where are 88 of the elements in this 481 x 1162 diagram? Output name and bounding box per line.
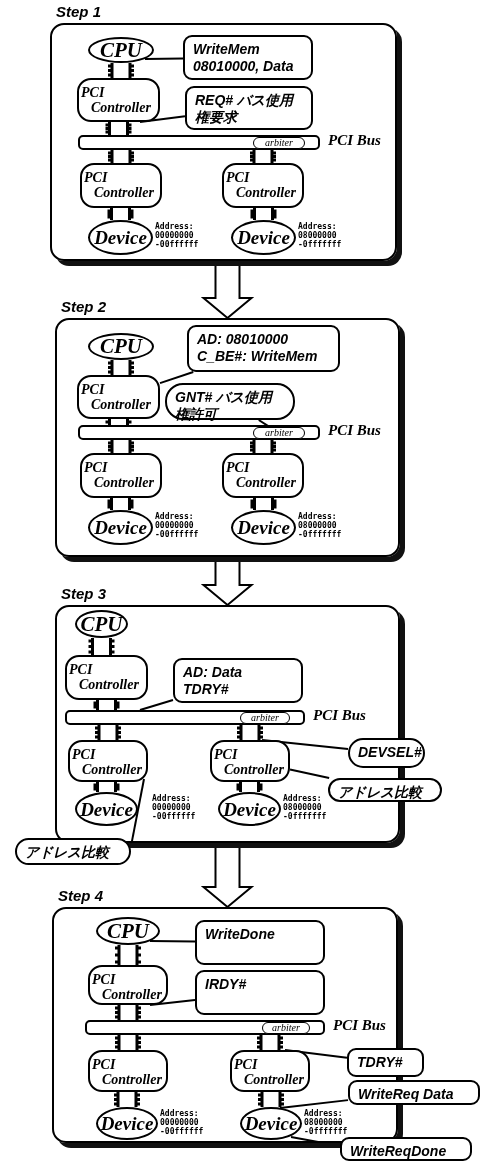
cpu-oval: CPU [75,610,128,638]
leader-line [149,940,196,943]
controller-box: PCI Controller [210,740,290,782]
address-range: Address: 08000000 -0fffffff [304,1109,349,1136]
controller-box: PCI Controller [77,78,160,122]
callout-box: WriteReq Data [348,1080,480,1105]
step-heading: Step 2 [61,298,106,315]
bus-label: PCI Bus [313,707,366,724]
address-range: Address: 00000000 -00ffffff [155,222,200,249]
connector-bridge [106,438,136,455]
leader-line [149,998,196,1006]
connector-bridge [106,496,135,512]
controller-box: PCI Controller [80,453,162,498]
callout-box: WriteReqDone [340,1137,472,1161]
connector-bridge [92,780,121,794]
bus-label: PCI Bus [328,132,381,149]
callout-box: WriteMem 08010000, Data [183,35,313,80]
connector-bridge [249,206,278,222]
connector-bridge [113,1033,143,1052]
leader-line [139,115,186,123]
device-oval: Device [75,792,138,826]
callout-box: AD: 08010000 C_BE#: WriteMem [187,325,340,372]
speech-bubble: アドレス比較 [15,838,131,865]
leader-line [139,699,174,711]
controller-box: PCI Controller [88,965,168,1005]
connector-bridge [256,1090,286,1109]
connector-bridge [106,206,135,222]
device-oval: Device [88,510,153,545]
device-oval: Device [218,792,281,826]
controller-box: PCI Controller [77,375,160,419]
controller-box: PCI Controller [222,163,304,208]
connector-bridge [106,61,136,80]
connector-bridge [106,358,136,377]
bus-bar [65,710,305,725]
connector-bridge [249,496,278,512]
bus-label: PCI Bus [328,422,381,439]
leader-line [144,57,184,60]
callout-box: REQ# バス使用権要求 [185,86,313,130]
callout-box: IRDY# [195,970,325,1015]
connector-bridge [113,1003,143,1022]
bus-bar [78,135,320,150]
connector-bridge [255,1033,285,1052]
connector-bridge [235,780,264,794]
controller-box: PCI Controller [65,655,148,700]
address-range: Address: 08000000 -0fffffff [298,222,343,249]
connector-bridge [106,148,136,165]
device-oval: Device [231,510,296,545]
leader-line [289,768,331,779]
device-oval: Device [240,1107,302,1140]
connector-bridge [235,723,265,742]
connector-bridge [113,943,143,967]
callout-box: WriteDone [195,920,325,965]
bus-bar [78,425,320,440]
connector-bridge [92,698,121,712]
connector-bridge [112,1090,142,1109]
device-oval: Device [96,1107,158,1140]
cpu-oval: CPU [88,37,154,63]
controller-box: PCI Controller [222,453,304,498]
step-heading: Step 3 [61,585,106,602]
cpu-oval: CPU [96,917,160,945]
connector-bridge [104,417,133,427]
bus-bar [85,1020,325,1035]
leader-line [279,1099,349,1109]
address-range: Address: 00000000 -00ffffff [152,794,197,821]
controller-box: PCI Controller [68,740,148,782]
controller-box: PCI Controller [88,1050,168,1092]
address-range: Address: 00000000 -00ffffff [155,512,200,539]
speech-bubble: アドレス比較 [328,778,442,802]
device-oval: Device [88,220,153,255]
step-heading: Step 4 [58,887,103,904]
leader-line [159,371,195,385]
address-range: Address: 08000000 -0fffffff [283,794,328,821]
connector-bridge [87,636,116,657]
step-heading: Step 1 [56,3,101,20]
controller-box: PCI Controller [80,163,162,208]
address-range: Address: 00000000 -00ffffff [160,1109,205,1136]
callout-box: AD: Data TDRY# [173,658,303,703]
address-range: Address: 08000000 -0fffffff [298,512,343,539]
callout-box: TDRY# [347,1048,424,1077]
bus-label: PCI Bus [333,1017,386,1034]
controller-box: PCI Controller [230,1050,310,1092]
connector-bridge [104,120,133,137]
device-oval: Device [231,220,296,255]
connector-bridge [248,148,278,165]
connector-bridge [93,723,123,742]
speech-bubble: DEVSEL# [348,738,425,768]
connector-bridge [248,438,278,455]
cpu-oval: CPU [88,333,154,360]
